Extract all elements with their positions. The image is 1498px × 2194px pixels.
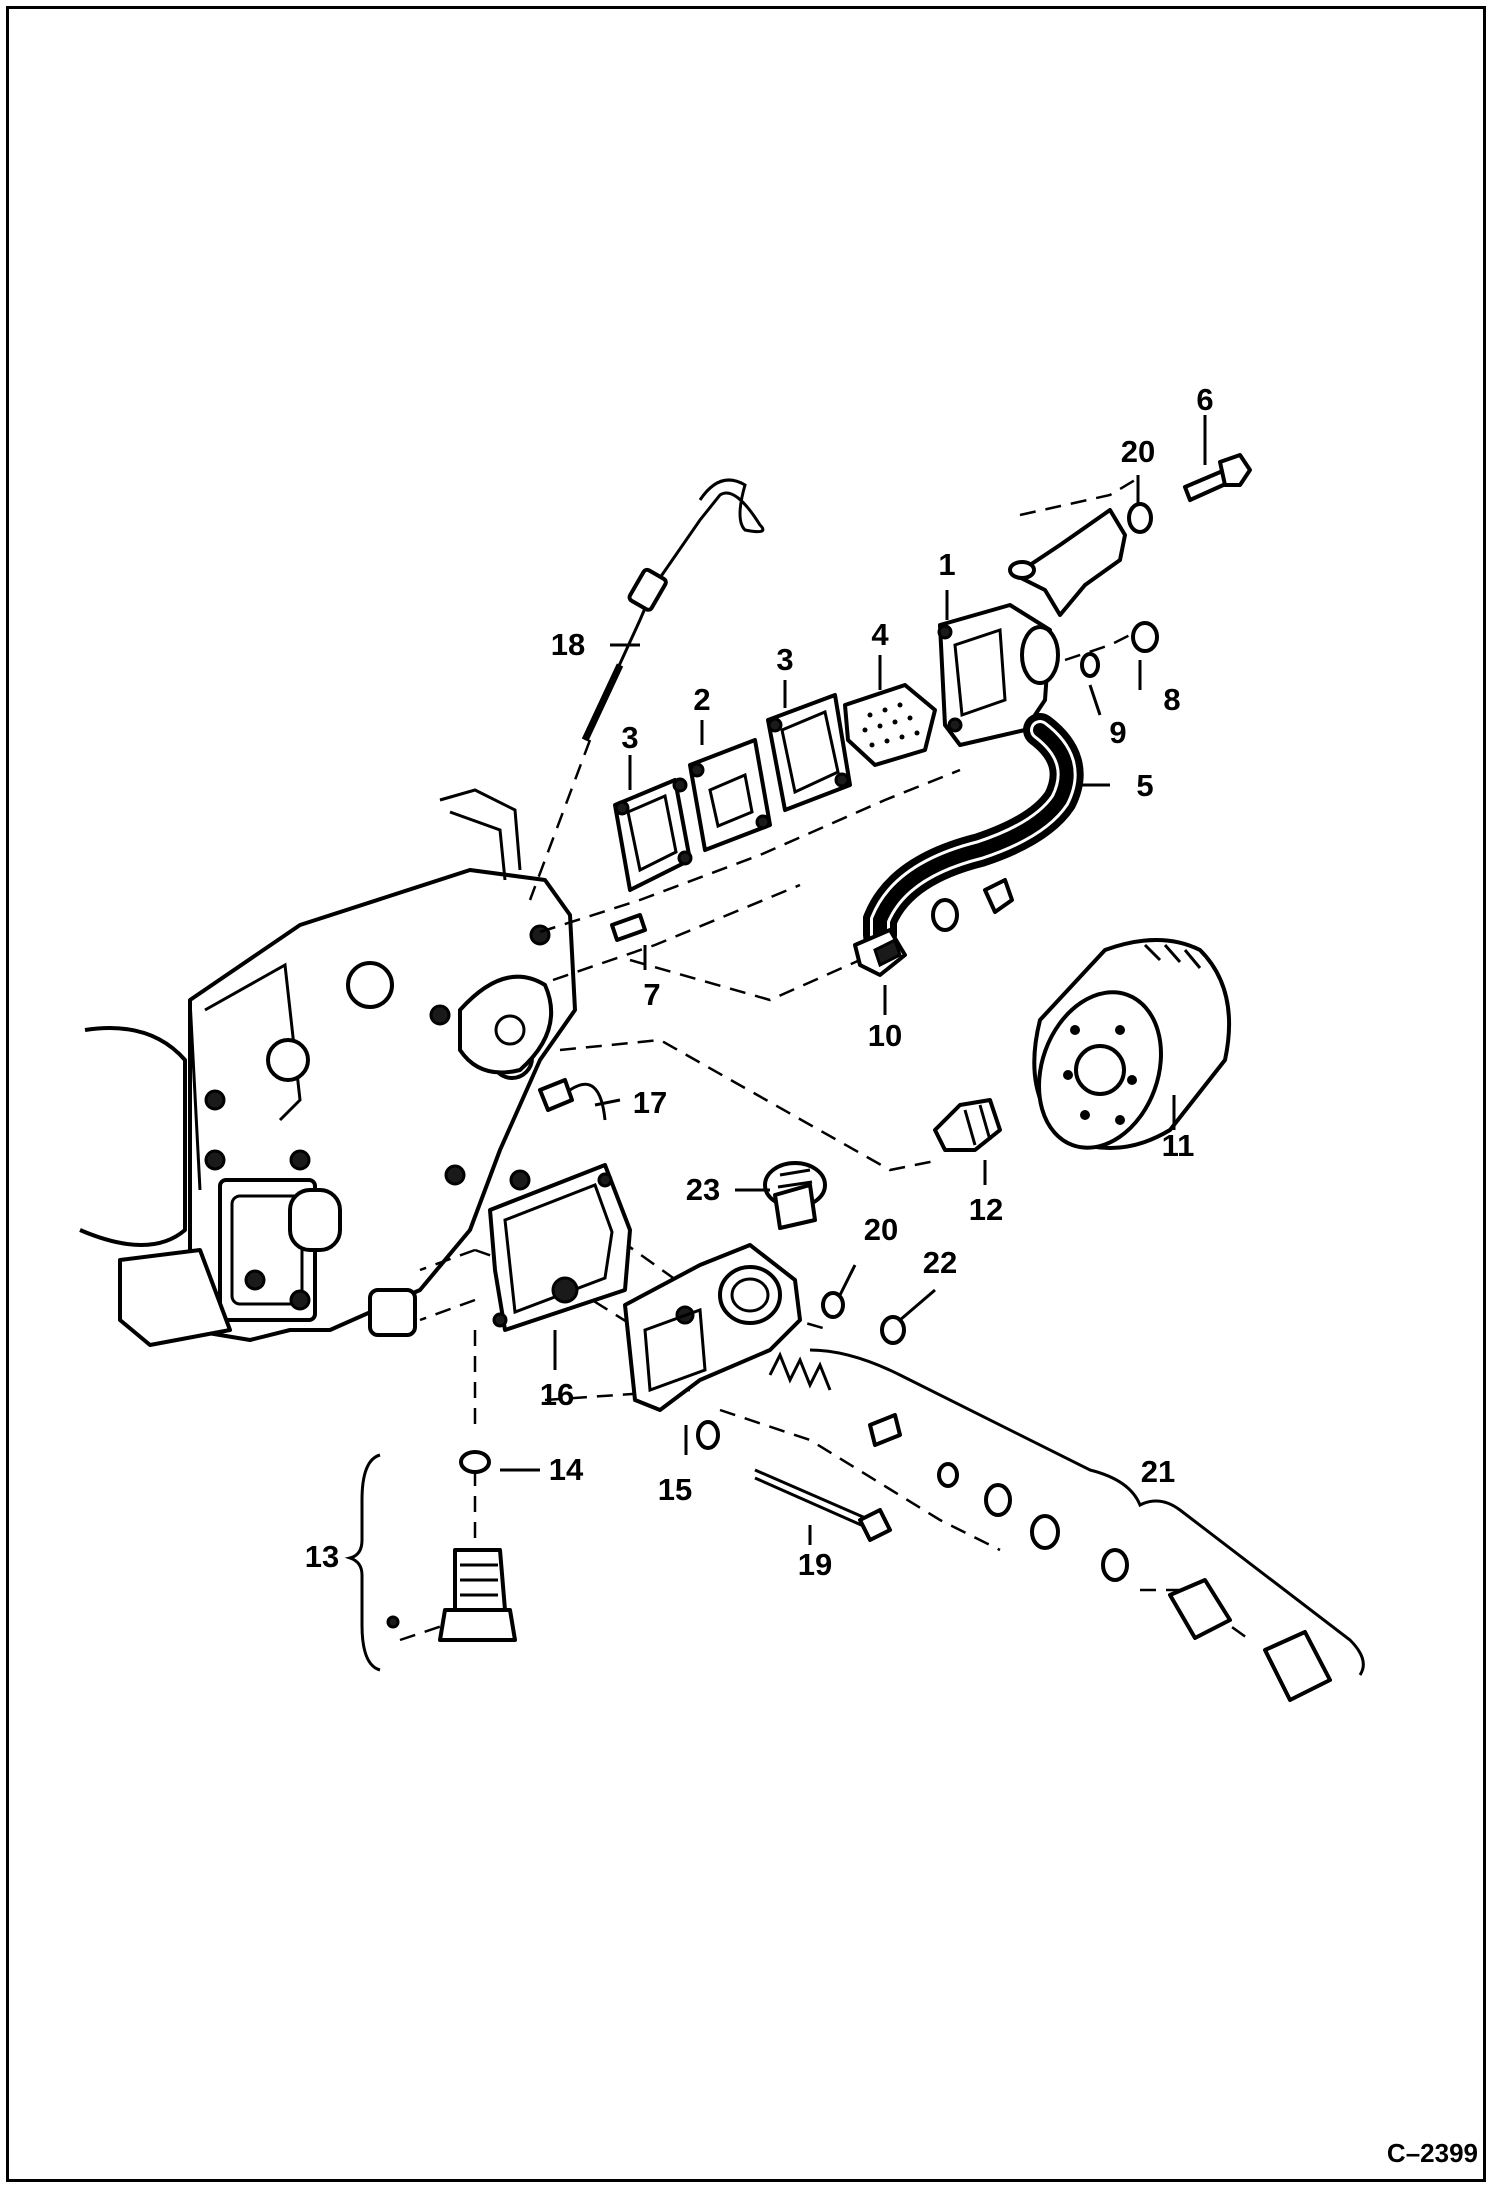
o-ring-14 bbox=[459, 1450, 491, 1474]
brace-21 bbox=[809, 1348, 1365, 1676]
brace-13 bbox=[344, 1453, 381, 1672]
gasket-3-upper bbox=[766, 693, 852, 812]
stud-7 bbox=[610, 913, 647, 942]
gasket-16 bbox=[488, 1163, 632, 1332]
callout-2: 2 bbox=[693, 682, 710, 717]
callout-23: 23 bbox=[686, 1172, 720, 1207]
screen-4 bbox=[843, 683, 937, 767]
callout-10: 10 bbox=[868, 1018, 902, 1053]
callout-7: 7 bbox=[643, 977, 660, 1012]
leader-lines bbox=[500, 415, 1207, 1545]
callout-18: 18 bbox=[551, 627, 585, 662]
dipstick-18 bbox=[581, 478, 765, 742]
washer-20-lower bbox=[821, 1291, 845, 1319]
nut-22 bbox=[880, 1315, 906, 1345]
breather-housing-1 bbox=[937, 603, 1060, 747]
pin bbox=[868, 1413, 902, 1447]
ball bbox=[386, 1615, 400, 1629]
callout-17: 17 bbox=[633, 1085, 667, 1120]
drain-plug-13 bbox=[438, 1548, 517, 1642]
callout-8: 8 bbox=[1163, 682, 1180, 717]
spring bbox=[768, 1351, 832, 1391]
breather-hose-5 bbox=[863, 713, 1084, 952]
leader-17-curve bbox=[569, 1082, 607, 1121]
callout-22: 22 bbox=[923, 1245, 957, 1280]
callout-20-lower: 20 bbox=[864, 1212, 898, 1247]
callout-14: 14 bbox=[549, 1452, 584, 1487]
callout-3-upper: 3 bbox=[776, 642, 793, 677]
washer bbox=[931, 898, 959, 932]
callout-12: 12 bbox=[969, 1192, 1003, 1227]
figure-reference: C–2399 bbox=[1387, 2138, 1478, 2168]
washer-20-upper bbox=[1127, 502, 1153, 534]
callout-20-upper: 20 bbox=[1121, 434, 1155, 469]
washer-9 bbox=[1080, 652, 1100, 678]
callout-3-lower: 3 bbox=[621, 720, 638, 755]
callout-13: 13 bbox=[305, 1539, 339, 1574]
engine-block bbox=[79, 788, 577, 1347]
nut-8 bbox=[1131, 621, 1159, 653]
callout-9: 9 bbox=[1109, 715, 1126, 750]
stud-17 bbox=[538, 1078, 574, 1112]
callout-15: 15 bbox=[658, 1472, 692, 1507]
callout-4: 4 bbox=[871, 617, 889, 652]
bolt-19 bbox=[754, 1468, 892, 1542]
callout-19: 19 bbox=[798, 1547, 832, 1582]
callout-11: 11 bbox=[1162, 1128, 1195, 1163]
gasket-3-lower bbox=[613, 777, 693, 892]
callout-16: 16 bbox=[540, 1377, 574, 1412]
adapter-12 bbox=[933, 1098, 1002, 1152]
callout-5: 5 bbox=[1136, 768, 1153, 803]
callout-1: 1 bbox=[938, 547, 955, 582]
relief-valve-parts-21 bbox=[937, 1462, 1332, 1702]
bracket bbox=[1008, 508, 1127, 617]
elbow-fitting-10 bbox=[853, 928, 907, 977]
callout-21: 21 bbox=[1141, 1454, 1175, 1489]
banjo-bolt bbox=[983, 878, 1014, 914]
callout-6: 6 bbox=[1196, 382, 1213, 417]
callout-labels: 1 2 3 3 4 5 6 7 8 9 10 11 12 13 14 15 16… bbox=[305, 382, 1214, 1582]
filler-cap-23 bbox=[763, 1161, 827, 1230]
nut bbox=[696, 1420, 720, 1450]
oil-filter-11 bbox=[1032, 938, 1232, 1150]
filter-mount-15 bbox=[623, 1243, 802, 1412]
bolt-6 bbox=[1183, 453, 1252, 502]
plate-2 bbox=[688, 738, 772, 852]
page-border bbox=[6, 6, 1486, 2182]
